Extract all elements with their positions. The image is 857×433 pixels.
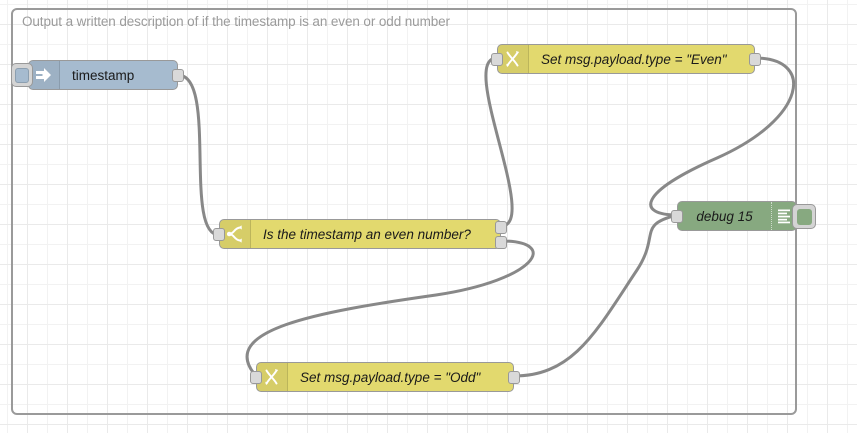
node-group-label: Output a written description of if the t… [22, 14, 450, 29]
debug-enable-toggle-button[interactable] [792, 204, 816, 229]
node-input-port[interactable] [213, 228, 225, 241]
node-label: Is the timestamp an even number? [263, 226, 471, 242]
node-label: timestamp [72, 67, 135, 83]
branch-fork-icon [220, 220, 251, 248]
node-output-port-0[interactable] [508, 371, 520, 384]
node-label: debug 15 [696, 208, 753, 224]
swap-arrows-icon [257, 363, 288, 391]
node-input-port[interactable] [250, 371, 262, 384]
node-input-port[interactable] [671, 210, 683, 223]
node-label: Set msg.payload.type = "Odd" [300, 369, 481, 385]
node-debug-15[interactable]: debug 15 [671, 201, 816, 231]
swap-arrows-icon [498, 45, 529, 73]
node-switch-even-check[interactable]: Is the timestamp an even number? [213, 219, 507, 249]
node-change-odd[interactable]: Set msg.payload.type = "Odd" [250, 362, 520, 392]
node-inject-timestamp[interactable]: timestamp [11, 60, 184, 90]
debug-lines-icon [771, 202, 796, 230]
inject-trigger-button[interactable] [11, 63, 33, 87]
node-output-port-0[interactable] [172, 69, 184, 82]
node-change-even[interactable]: Set msg.payload.type = "Even" [491, 44, 761, 74]
inject-trigger-inner [15, 67, 29, 83]
debug-enable-toggle-inner [796, 208, 812, 225]
node-output-port-0[interactable] [495, 220, 507, 234]
node-output-port-0[interactable] [749, 53, 761, 66]
node-label: Set msg.payload.type = "Even" [541, 51, 727, 67]
inject-arrow-icon [29, 61, 60, 89]
node-output-port-1[interactable] [495, 235, 507, 249]
node-input-port[interactable] [491, 53, 503, 66]
